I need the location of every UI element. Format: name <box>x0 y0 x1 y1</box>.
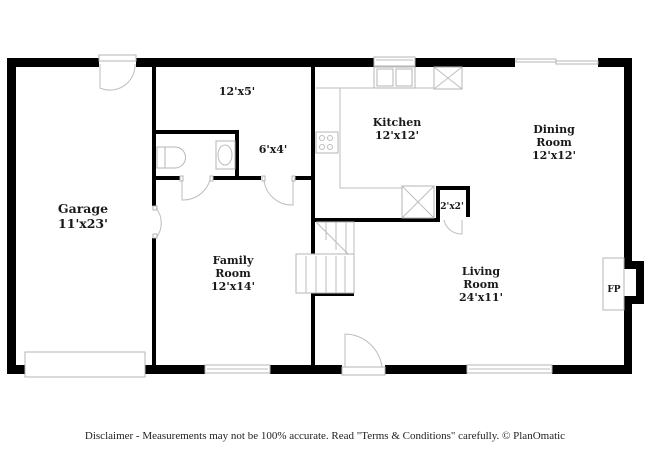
storage-size: 12'x5' <box>219 85 255 98</box>
living-name-2: Room <box>463 278 499 291</box>
dining-name-1: Dining <box>533 123 575 136</box>
living-size: 24'x11' <box>459 291 503 304</box>
fixtures <box>156 66 625 311</box>
stove-icon <box>315 131 339 154</box>
kitchen-sink-icon <box>373 66 416 89</box>
family-name-1: Family <box>213 254 254 267</box>
toilet-icon <box>156 146 186 169</box>
closet-size: 2'x2' <box>440 202 463 212</box>
pantry-box-icon <box>401 185 435 219</box>
room-labels: Garage 11'x23' 12'x5' 6'x4' Family Room … <box>58 85 621 304</box>
dining-size: 12'x12' <box>532 149 576 162</box>
windows <box>24 56 599 378</box>
kitchen-name: Kitchen <box>373 116 422 129</box>
interior-walls <box>152 66 470 366</box>
kitchen-size: 12'x12' <box>375 129 419 142</box>
doors <box>98 54 463 376</box>
exterior-walls <box>7 58 644 374</box>
bath-sink-icon <box>215 140 236 170</box>
fireplace-icon <box>602 257 625 311</box>
family-size: 12'x14' <box>211 280 255 293</box>
family-name-2: Room <box>215 267 251 280</box>
living-name-1: Living <box>462 265 500 278</box>
garage-size: 11'x23' <box>58 216 108 231</box>
dining-name-2: Room <box>536 136 572 149</box>
bath-size: 6'x4' <box>259 143 288 156</box>
fireplace-label: FP <box>607 285 620 295</box>
appliance-box-icon <box>433 66 463 90</box>
garage-name: Garage <box>58 201 108 216</box>
staircase-icon <box>295 221 355 294</box>
disclaimer-text: Disclaimer - Measurements may not be 100… <box>84 430 566 442</box>
